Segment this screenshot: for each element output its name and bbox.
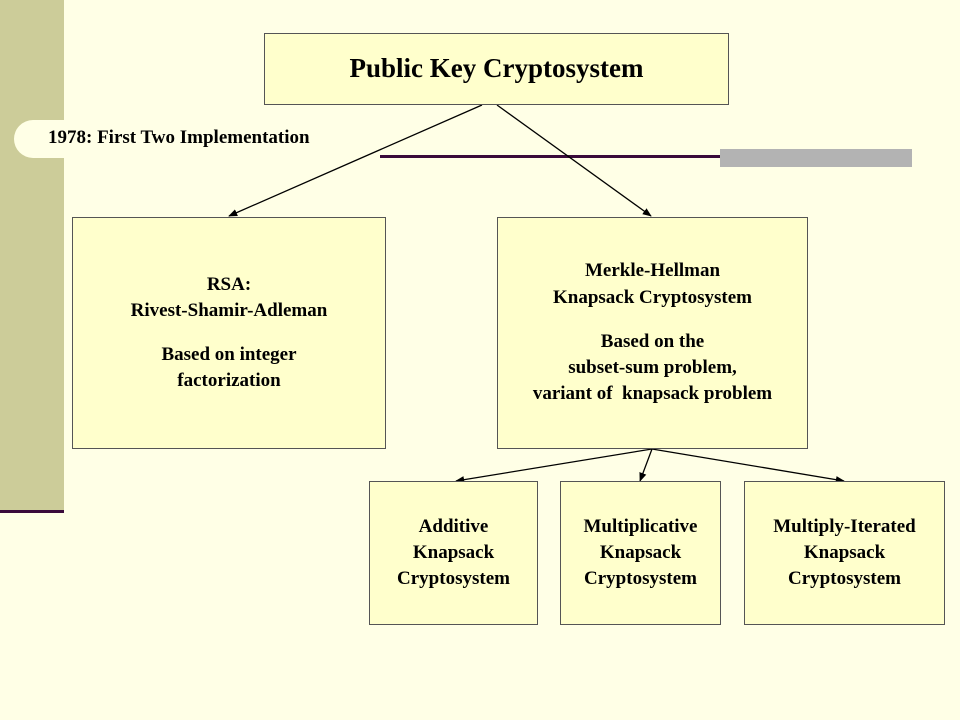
side-decor-bar — [0, 0, 64, 512]
iterated-line1: Multiply-Iterated — [773, 515, 916, 537]
multiplicative-line3: Cryptosystem — [584, 568, 697, 590]
mh-desc-line3: variant of knapsack problem — [532, 383, 773, 405]
mh-subtitle: Knapsack Cryptosystem — [553, 286, 752, 308]
node-additive-knapsack: Additive Knapsack Cryptosystem — [369, 481, 538, 625]
iterated-line3: Cryptosystem — [788, 568, 901, 590]
node-multiply-iterated-knapsack: Multiply-Iterated Knapsack Cryptosystem — [744, 481, 945, 625]
side-decor-line — [0, 510, 64, 513]
iterated-line2: Knapsack — [803, 541, 886, 563]
node-merkle-hellman: Merkle-Hellman Knapsack Cryptosystem Bas… — [497, 217, 808, 449]
edge-mh-iterated — [651, 448, 845, 484]
node-public-key-cryptosystem: Public Key Cryptosystem — [264, 33, 729, 105]
edge-root-mh — [496, 104, 652, 217]
multiplicative-line2: Knapsack — [599, 541, 682, 563]
rsa-subtitle: Rivest-Shamir-Adleman — [130, 299, 328, 321]
mh-title: Merkle-Hellman — [584, 260, 721, 282]
header-gray-bar — [720, 149, 912, 167]
rsa-desc-line1: Based on integer — [161, 344, 297, 365]
multiplicative-line1: Multiplicative — [583, 515, 698, 537]
node-root-label: Public Key Cryptosystem — [349, 53, 644, 84]
rsa-title: RSA: — [206, 273, 252, 295]
edge-mh-additive — [455, 448, 653, 484]
additive-line1: Additive — [418, 515, 489, 537]
edge-mh-multiplicative — [639, 448, 653, 482]
mh-desc-line1: Based on the — [600, 330, 705, 352]
additive-line3: Cryptosystem — [397, 568, 510, 590]
header-tab-label: 1978: First Two Implementation — [48, 127, 310, 148]
additive-line2: Knapsack — [412, 541, 495, 563]
node-multiplicative-knapsack: Multiplicative Knapsack Cryptosystem — [560, 481, 721, 625]
rsa-desc-line2: factorization — [177, 370, 281, 392]
node-rsa: RSA: Rivest-Shamir-Adleman Based on inte… — [72, 217, 386, 449]
mh-desc-line2: subset-sum problem, — [568, 357, 737, 379]
